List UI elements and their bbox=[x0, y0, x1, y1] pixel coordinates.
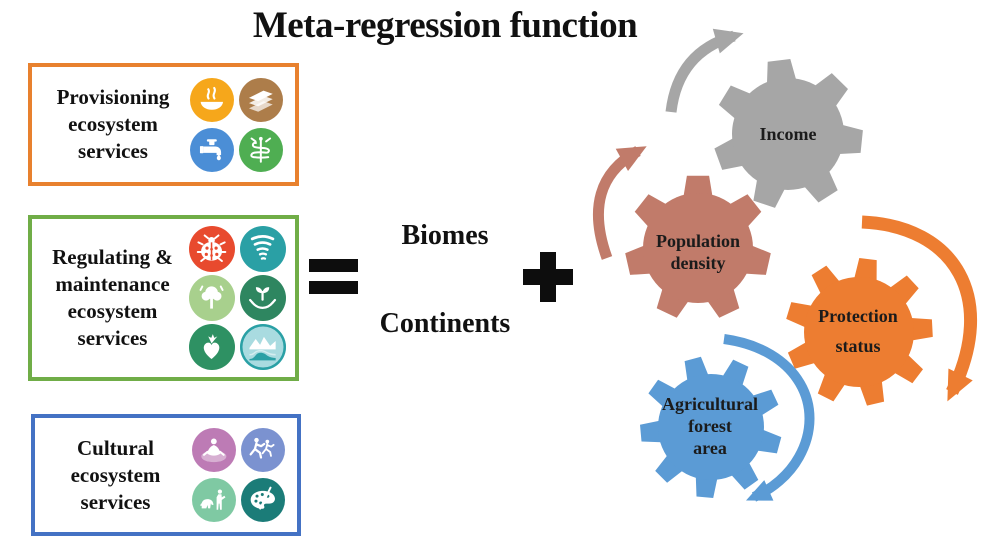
gear-income: Income bbox=[714, 59, 863, 208]
cultural-icon-grid bbox=[192, 428, 285, 522]
medicine-icon bbox=[239, 127, 283, 172]
provisioning-services-box: Provisioning ecosystem services bbox=[28, 63, 299, 186]
pollination-icon bbox=[189, 324, 235, 370]
air-quality-icon bbox=[189, 275, 235, 321]
protection-status-arrow bbox=[861, 215, 977, 402]
income-arrow bbox=[665, 28, 744, 113]
climate-regulation-icon bbox=[240, 226, 286, 272]
provisioning-box-label: Provisioning ecosystem services bbox=[56, 85, 170, 163]
wildlife-tourism-icon bbox=[192, 478, 236, 522]
cultural-services-box: Cultural ecosystem services bbox=[31, 414, 301, 536]
cultural-box-label: Cultural ecosystem services bbox=[70, 435, 161, 514]
agricultural-forest-arrow bbox=[723, 334, 815, 502]
spiritual-icon bbox=[192, 428, 236, 472]
water-flow-icon bbox=[240, 324, 286, 370]
page-title: Meta-regression function bbox=[252, 5, 638, 46]
regulating-box-label: Regulating & maintenance ecosystem servi… bbox=[52, 245, 173, 350]
svg-text:Income: Income bbox=[760, 124, 817, 144]
population-density-arrow bbox=[592, 146, 647, 260]
provisioning-icon-grid bbox=[190, 77, 283, 172]
continents-label: Continents bbox=[379, 308, 511, 339]
timber-icon bbox=[239, 77, 283, 122]
regulating-services-box: Regulating & maintenance ecosystem servi… bbox=[28, 215, 299, 381]
art-icon bbox=[241, 478, 285, 522]
biomes-label: Biomes bbox=[401, 220, 489, 251]
regulating-icon-grid bbox=[189, 226, 286, 370]
equals-icon bbox=[309, 259, 358, 294]
recreation-icon bbox=[241, 428, 285, 472]
plus-icon bbox=[523, 252, 573, 302]
pest-control-icon bbox=[189, 226, 235, 272]
food-icon bbox=[190, 77, 234, 122]
habitat-icon bbox=[240, 275, 286, 321]
freshwater-icon bbox=[190, 127, 234, 172]
